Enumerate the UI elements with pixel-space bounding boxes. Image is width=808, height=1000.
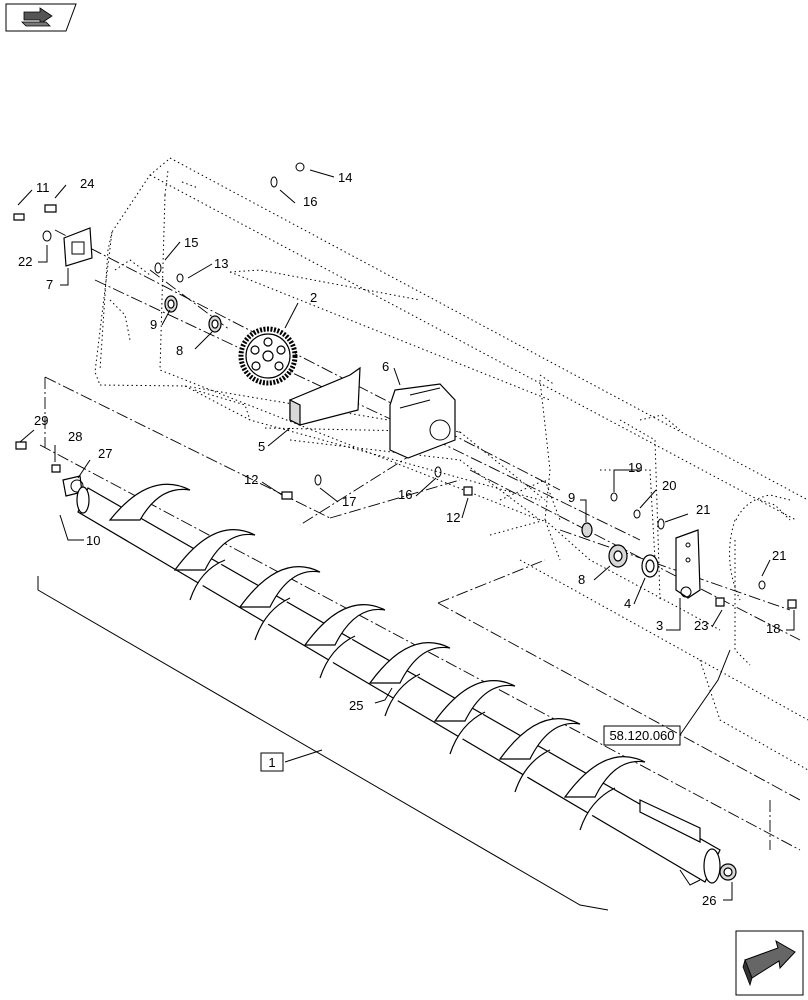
callout-23: 23 bbox=[694, 618, 708, 633]
callout-7: 7 bbox=[46, 277, 53, 292]
reference-link[interactable]: 58.120.060 bbox=[603, 725, 681, 746]
callout-numbers: 11 24 22 7 14 16 15 13 2 9 8 6 5 29 28 2… bbox=[18, 170, 786, 908]
callout-6: 6 bbox=[382, 359, 389, 374]
callout-2: 2 bbox=[310, 290, 317, 305]
bearing-plate-3 bbox=[675, 529, 701, 599]
svg-text:58.120.060: 58.120.060 bbox=[609, 728, 674, 743]
guard-plate-5 bbox=[289, 366, 361, 426]
svg-text:1: 1 bbox=[268, 755, 275, 770]
bearing-ring-left bbox=[164, 295, 222, 333]
callout-17: 17 bbox=[342, 494, 356, 509]
assembly-label: 1 bbox=[260, 752, 284, 772]
callout-5: 5 bbox=[258, 439, 265, 454]
bearing-ring-right bbox=[581, 522, 659, 578]
callout-25: 25 bbox=[349, 698, 363, 713]
callout-14: 14 bbox=[338, 170, 352, 185]
callout-26: 26 bbox=[702, 893, 716, 908]
drive-sprocket bbox=[238, 326, 298, 386]
callout-8b: 8 bbox=[578, 572, 585, 587]
callout-18: 18 bbox=[766, 621, 780, 636]
fasteners bbox=[13, 162, 797, 881]
bearing-bracket-7 bbox=[63, 227, 93, 267]
callout-4: 4 bbox=[624, 596, 631, 611]
header-frame-outline bbox=[94, 157, 808, 771]
callout-16: 16 bbox=[303, 194, 317, 209]
callout-12: 12 bbox=[244, 472, 258, 487]
callout-19: 19 bbox=[628, 460, 642, 475]
callout-16b: 16 bbox=[398, 487, 412, 502]
callout-9: 9 bbox=[150, 317, 157, 332]
callout-28: 28 bbox=[68, 429, 82, 444]
callout-9b: 9 bbox=[568, 490, 575, 505]
callout-3: 3 bbox=[656, 618, 663, 633]
guard-plate-6 bbox=[389, 383, 456, 459]
callout-11: 11 bbox=[36, 180, 50, 195]
auger-tube bbox=[76, 486, 721, 886]
callout-15: 15 bbox=[184, 235, 198, 250]
callout-10: 10 bbox=[86, 533, 100, 548]
callout-24: 24 bbox=[80, 176, 94, 191]
callout-12b: 12 bbox=[446, 510, 460, 525]
callout-29: 29 bbox=[34, 413, 48, 428]
leader-lines bbox=[17, 169, 795, 901]
book-navigation-icon[interactable] bbox=[5, 3, 77, 32]
callout-21b: 21 bbox=[772, 548, 786, 563]
callout-27: 27 bbox=[98, 446, 112, 461]
auger-flighting bbox=[108, 483, 646, 831]
callout-21: 21 bbox=[696, 502, 710, 517]
callout-22: 22 bbox=[18, 254, 32, 269]
next-page-arrow-icon[interactable] bbox=[735, 930, 804, 996]
assembly-bracket-line bbox=[37, 576, 609, 911]
callout-8: 8 bbox=[176, 343, 183, 358]
callout-20: 20 bbox=[662, 478, 676, 493]
callout-13: 13 bbox=[214, 256, 228, 271]
